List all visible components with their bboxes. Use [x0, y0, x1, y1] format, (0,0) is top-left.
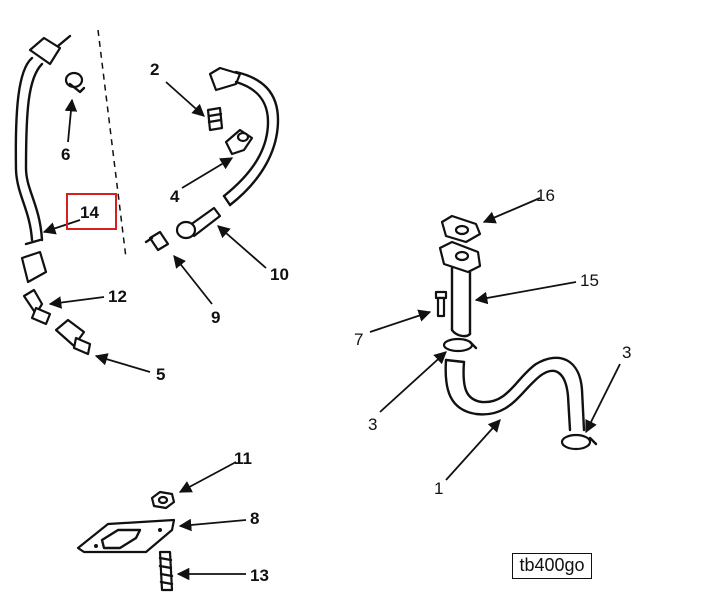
- callout-9: 9: [211, 308, 220, 327]
- screw-7: [434, 290, 448, 318]
- callout-15: 15: [580, 271, 599, 290]
- callout-7: 7: [354, 330, 363, 349]
- callout-2: 2: [150, 60, 159, 79]
- flange-16: [440, 214, 482, 244]
- reference-code: tb400go: [512, 553, 592, 579]
- callout-4: 4: [170, 187, 180, 206]
- leader-lines: [42, 81, 621, 581]
- nut-11: [150, 490, 176, 510]
- callout-labels: 6 14 12 5 2 4 9 10 11 8 13 16 15 7 3 3 1: [61, 60, 631, 585]
- callout-11: 11: [234, 449, 252, 468]
- stud-13: [158, 550, 174, 592]
- tube-15: [438, 240, 482, 338]
- callout-3-left: 3: [368, 415, 377, 434]
- callout-16: 16: [536, 186, 555, 205]
- fitting-2: [206, 106, 224, 132]
- callout-13: 13: [250, 566, 269, 585]
- drain-tube-1: [444, 356, 586, 432]
- callout-1: 1: [434, 479, 443, 498]
- callout-6: 6: [61, 145, 70, 164]
- oil-line-left: [14, 29, 127, 284]
- callout-10: 10: [270, 265, 289, 284]
- clamp-3-lower: [560, 433, 598, 451]
- gasket-8: [76, 518, 176, 554]
- callout-5: 5: [156, 365, 165, 384]
- clamp-4: [224, 128, 254, 156]
- callout-12: 12: [108, 287, 127, 306]
- adapter-5: [54, 318, 92, 356]
- callout-8: 8: [250, 509, 259, 528]
- elbow-12: [22, 288, 52, 326]
- connector-9: [144, 230, 170, 252]
- callout-3-right: 3: [622, 343, 631, 362]
- fitting-6: [64, 71, 86, 94]
- callout-14-highlight-box: [66, 193, 117, 230]
- callout-14: 14: [80, 203, 99, 222]
- clamp-3-upper: [442, 337, 478, 353]
- hose-10: [175, 66, 280, 240]
